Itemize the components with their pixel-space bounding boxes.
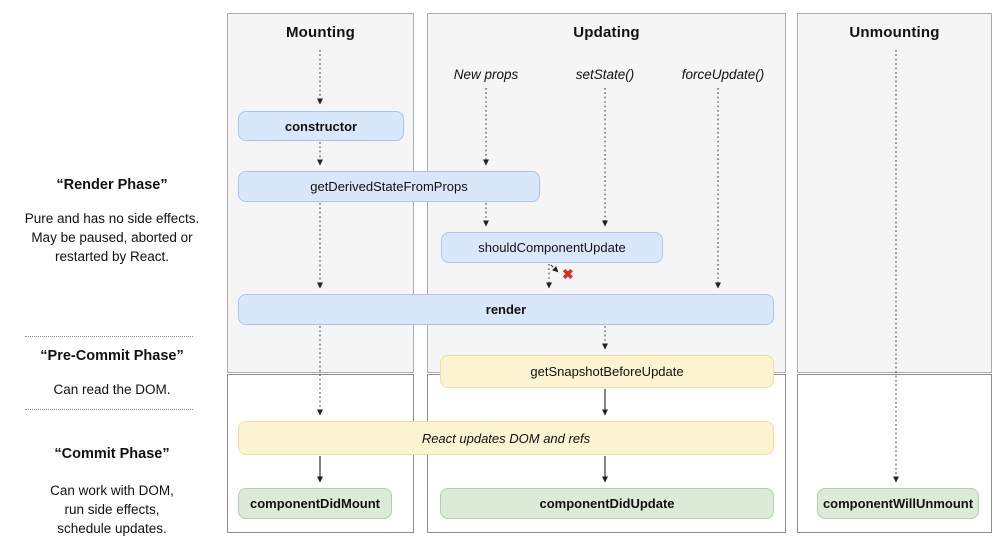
react-updates-dom-step[interactable]: React updates DOM and refs [238,421,774,455]
commit-phase-line: schedule updates. [57,521,167,536]
method-get-snapshot-before-update[interactable]: getSnapshotBeforeUpdate [440,355,774,388]
method-component-will-unmount[interactable]: componentWillUnmount [817,488,979,519]
render-phase-line: May be paused, aborted or [31,230,193,245]
render-phase-line: Pure and has no side effects. [24,211,200,226]
method-component-did-update[interactable]: componentDidUpdate [440,488,774,519]
sidebar-divider [25,336,193,337]
method-should-component-update[interactable]: shouldComponentUpdate [441,232,663,263]
trigger-new-props: New props [453,67,519,82]
method-constructor[interactable]: constructor [238,111,404,141]
method-get-derived-state-from-props[interactable]: getDerivedStateFromProps [238,171,540,202]
column-header-unmounting: Unmounting [849,24,940,41]
unmounting-render-phase-panel: Unmounting [797,13,992,373]
trigger-set-state: setState() [575,67,635,82]
trigger-force-update: forceUpdate() [681,67,765,82]
pre-commit-phase-description: Can read the DOM. [8,380,216,399]
sidebar-divider [25,409,193,410]
pre-commit-phase-line: Can read the DOM. [53,382,171,397]
column-header-updating: Updating [573,24,640,41]
render-phase-description: Pure and has no side effects. May be pau… [8,209,216,266]
method-render[interactable]: render [238,294,774,325]
commit-phase-line: run side effects, [64,502,160,517]
render-phase-title: “Render Phase” [56,177,168,193]
column-header-mounting: Mounting [285,24,356,41]
method-component-did-mount[interactable]: componentDidMount [238,488,392,519]
commit-phase-description: Can work with DOM, run side effects, sch… [8,481,216,538]
commit-phase-line: Can work with DOM, [50,483,174,498]
cancel-x-icon: ✖ [562,266,574,282]
render-phase-line: restarted by React. [54,249,170,264]
commit-phase-title: “Commit Phase” [54,446,170,462]
pre-commit-phase-title: “Pre-Commit Phase” [40,348,184,364]
